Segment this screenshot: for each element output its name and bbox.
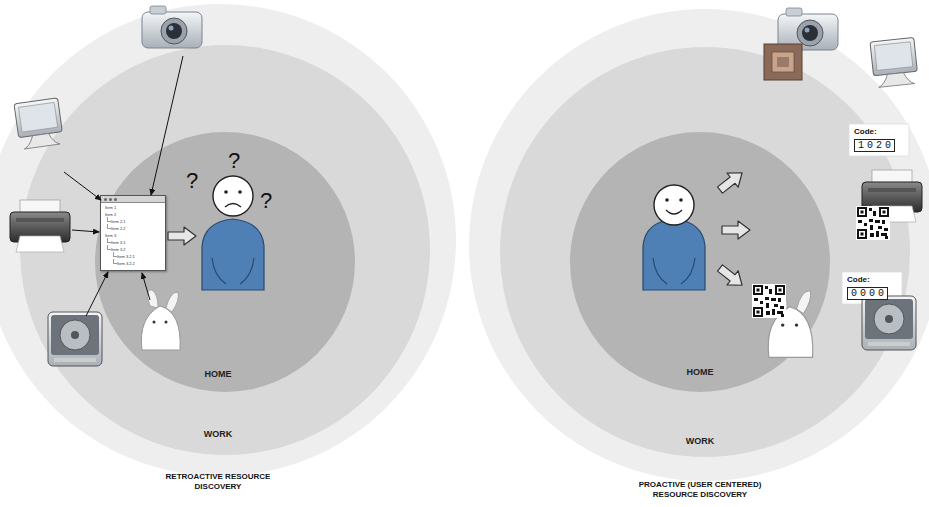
hard-drive-icon — [48, 312, 102, 366]
code-heading: Code: — [847, 275, 870, 284]
question-mark: ? — [260, 188, 272, 214]
window-button — [114, 198, 117, 201]
monitor-icon — [870, 37, 919, 87]
user-figure — [202, 176, 264, 290]
user-figure — [643, 185, 705, 290]
tree-connector — [107, 238, 111, 243]
zone-label: HOME — [660, 367, 740, 377]
list-item: Item 2.2 — [111, 226, 125, 231]
outer-ring — [0, 4, 456, 476]
zone-label: WORK — [178, 429, 258, 439]
list-item: Item 2.1 — [111, 219, 125, 224]
tree-connector — [113, 252, 117, 257]
printer-icon — [10, 200, 70, 252]
ring-fill — [500, 47, 910, 457]
pairing-code: 1020 — [854, 139, 895, 152]
resource-list-window: Item 1Item 2Item 2.1Item 2.2Item 3Item 3… — [100, 195, 166, 271]
caption: RETROACTIVE RESOURCE DISCOVERY — [162, 472, 274, 492]
ring-fill — [20, 45, 430, 455]
window-button — [104, 198, 107, 201]
outline-arrow — [168, 227, 196, 245]
chip-tag — [764, 44, 802, 80]
list-item: Item 1 — [105, 205, 116, 210]
list-item: Item 3.1 — [111, 240, 125, 245]
rabbit-icon — [141, 290, 180, 350]
ring-fill — [95, 132, 355, 392]
question-mark: ? — [186, 168, 198, 194]
qr-tag — [856, 206, 890, 240]
hard-drive-icon — [862, 296, 916, 350]
pairing-code: 0000 — [847, 287, 888, 300]
code-heading: Code: — [854, 127, 877, 136]
outline-arrow — [714, 166, 747, 197]
list-item: Item 3.2.1 — [117, 254, 135, 259]
leader-lines — [64, 56, 183, 316]
camera-icon — [142, 6, 202, 48]
outer-ring — [469, 9, 929, 481]
window-button — [109, 198, 112, 201]
list-item: Item 3.2.2 — [117, 261, 135, 266]
tree-connector — [113, 259, 117, 264]
outline-arrow — [714, 261, 747, 292]
tree-connector — [107, 224, 111, 229]
monitor-icon — [14, 98, 64, 150]
tree-connector — [107, 217, 111, 222]
qr-tag — [752, 284, 786, 318]
outline-arrow — [722, 221, 750, 239]
caption: PROACTIVE (USER CENTERED) RESOURCE DISCO… — [622, 480, 778, 500]
question-mark: ? — [228, 148, 240, 174]
zone-label: WORK — [660, 436, 740, 446]
window-title-bar — [101, 196, 165, 203]
zone-label: HOME — [178, 369, 258, 379]
code-card — [849, 124, 909, 156]
tree-connector — [107, 245, 111, 250]
ring-fill — [570, 132, 830, 392]
